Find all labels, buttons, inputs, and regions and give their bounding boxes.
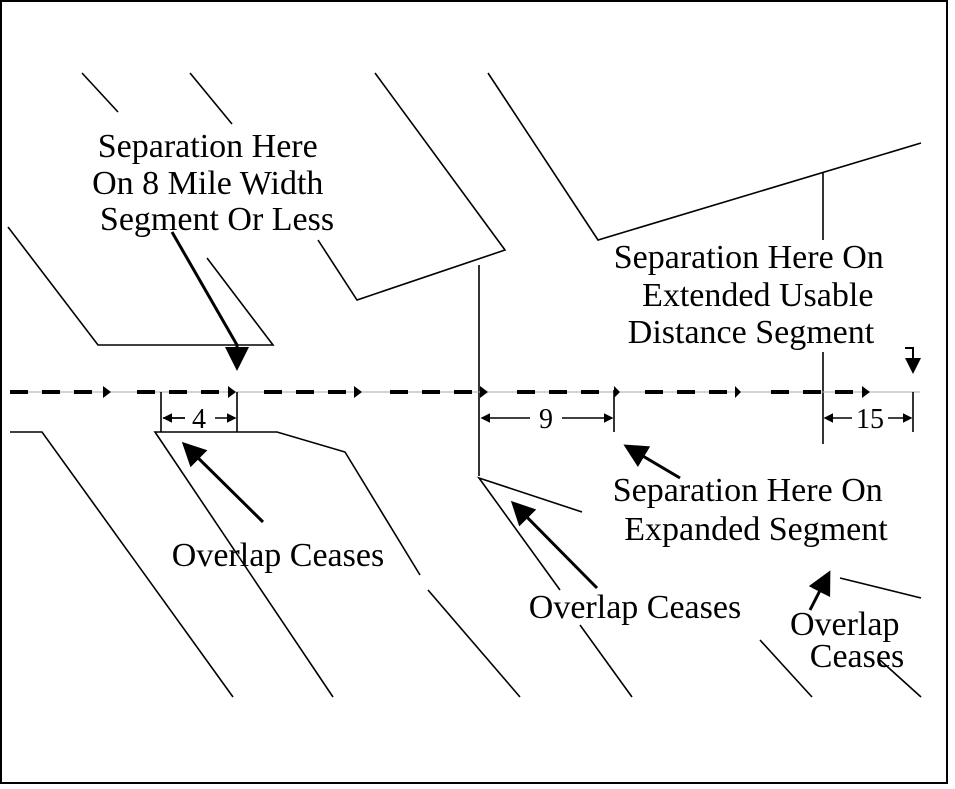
- dimension-4: 4: [192, 404, 206, 435]
- label-separation-extended: Separation Here On Extended Usable Dista…: [614, 239, 893, 351]
- dimension-markers: [160, 390, 914, 432]
- dimension-9: 9: [539, 404, 553, 435]
- dimension-15: 15: [856, 404, 884, 435]
- pointer-arrows: [170, 231, 921, 611]
- label-separation-8-mile: Separation Here On 8 Mile Width Segment …: [92, 128, 334, 238]
- lower-boundaries: [10, 431, 922, 698]
- label-overlap-ceases-2: Overlap Ceases: [529, 589, 741, 626]
- course-line: [10, 386, 920, 398]
- upper-boundaries: [7, 72, 922, 476]
- label-overlap-ceases-1: Overlap Ceases: [172, 537, 384, 574]
- label-overlap-ceases-3: Overlap Ceases: [790, 606, 908, 675]
- label-separation-expanded: Separation Here On Expanded Segment: [613, 472, 892, 548]
